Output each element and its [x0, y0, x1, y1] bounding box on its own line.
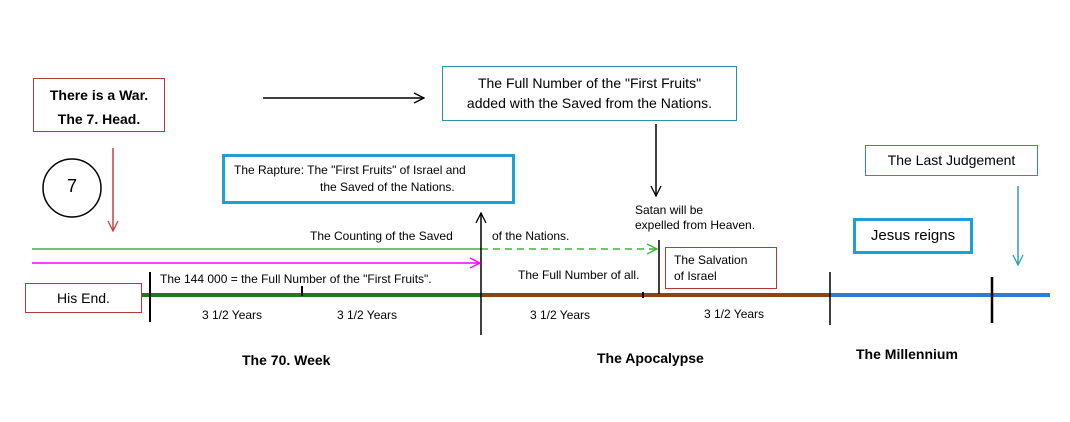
- salvation-line2: of Israel: [674, 269, 717, 283]
- duration-label: 3 1/2 Years: [202, 308, 263, 322]
- full-number-all-label: The Full Number of all.: [518, 268, 640, 282]
- rapture-box: The Rapture: The "First Fruits" of Israe…: [222, 154, 515, 204]
- satan-line2: expelled from Heaven.: [635, 218, 756, 232]
- war-box-line2: The 7. Head.: [57, 111, 141, 127]
- his-end-label: His End.: [57, 290, 110, 306]
- rapture-line2: the Saved of the Nations.: [320, 180, 455, 194]
- seven-circle-label: 7: [66, 176, 77, 196]
- week70-label: The 70. Week: [242, 352, 331, 368]
- millennium-label: The Millennium: [856, 346, 958, 362]
- rapture-line1: The Rapture: The "First Fruits" of Israe…: [234, 163, 466, 177]
- duration-label: 3 1/2 Years: [337, 308, 398, 322]
- war-box: There is a War. The 7. Head.: [33, 78, 165, 132]
- war-box-line1: There is a War.: [49, 87, 149, 103]
- jesus-reigns-label: Jesus reigns: [870, 227, 956, 244]
- of-nations-label: of the Nations.: [492, 229, 570, 243]
- duration-label: 3 1/2 Years: [704, 307, 765, 321]
- first-fruits-144-label: The 144 000 = the Full Number of the "Fi…: [160, 272, 432, 286]
- duration-label: 3 1/2 Years: [530, 308, 591, 322]
- full-number-box: The Full Number of the "First Fruits" ad…: [442, 66, 737, 121]
- apocalypse-label: The Apocalypse: [597, 350, 704, 366]
- jesus-reigns-box: Jesus reigns: [853, 218, 973, 254]
- last-judgement-box: The Last Judgement: [865, 145, 1038, 176]
- full-number-line2: added with the Saved from the Nations.: [466, 95, 713, 111]
- salvation-box: The Salvation of Israel: [665, 247, 777, 289]
- seven-circle: [42, 158, 102, 218]
- counting-saved-label: The Counting of the Saved: [310, 229, 453, 243]
- salvation-line1: The Salvation: [674, 253, 748, 267]
- full-number-line1: The Full Number of the "First Fruits": [477, 75, 702, 91]
- last-judgement-label: The Last Judgement: [887, 152, 1016, 168]
- his-end-box: His End.: [25, 283, 142, 313]
- satan-line1: Satan will be: [635, 203, 704, 217]
- satan-label: Satan will be expelled from Heaven.: [635, 203, 755, 233]
